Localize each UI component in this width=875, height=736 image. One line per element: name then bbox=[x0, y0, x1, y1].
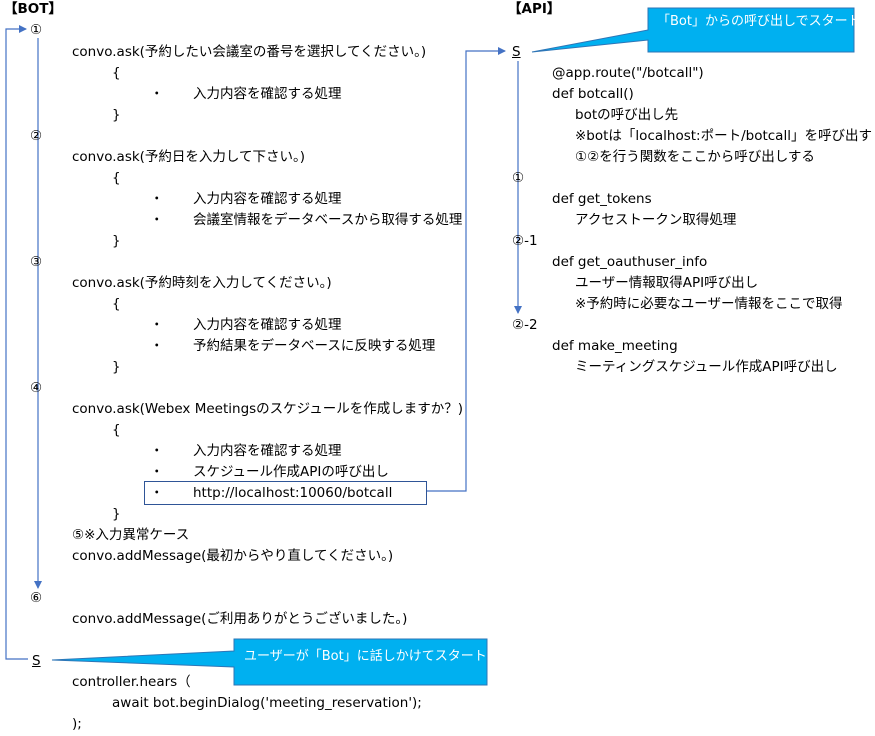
bot-ask-3-open: { bbox=[112, 296, 121, 312]
bot-ask-4: convo.ask(Webex Meetingsのスケジュールを作成しますか？) bbox=[72, 401, 463, 417]
bot-ask-3: convo.ask(予約時刻を入力してください。) bbox=[72, 275, 332, 291]
bot-step-1: ① bbox=[30, 22, 43, 38]
api-step-2-1: ②-1 bbox=[512, 233, 538, 249]
api-header: 【API】 bbox=[508, 1, 561, 17]
bot-step-3: ③ bbox=[30, 254, 43, 270]
api-meeting-note: ミーティングスケジュール作成API呼び出し bbox=[575, 359, 838, 375]
api-callout-shape bbox=[531, 7, 855, 53]
bullet: ・ bbox=[150, 212, 164, 228]
bot-ask-1: convo.ask(予約したい会議室の番号を選択してください。) bbox=[72, 44, 427, 60]
botcall-connector-line bbox=[426, 47, 506, 492]
api-step-2-2: ②-2 bbox=[512, 317, 538, 333]
bot-ask-2: convo.ask(予約日を入力して下さい。) bbox=[72, 149, 306, 165]
bullet: ・ bbox=[150, 338, 164, 354]
botcall-url: http://localhost:10060/botcall bbox=[193, 485, 393, 501]
api-def-botcall: def botcall() bbox=[552, 86, 634, 102]
api-userinfo-note-2: ※予約時に必要なユーザー情報をここで取得 bbox=[575, 296, 843, 312]
botcall-url-box bbox=[144, 481, 427, 505]
api-step-1: ① bbox=[512, 170, 525, 186]
api-callout-text: 「Bot」からの呼び出しでスタート bbox=[657, 14, 861, 29]
bot-callout-shape bbox=[51, 638, 488, 686]
bot-start-loop-line bbox=[5, 25, 28, 660]
api-route: @app.route("/botcall") bbox=[552, 65, 704, 81]
bot-begin-dialog: await bot.beginDialog('meeting_reservati… bbox=[112, 695, 422, 711]
bot-start-marker: S bbox=[32, 653, 41, 669]
bot-ask-1-close: } bbox=[112, 107, 121, 123]
bullet: ・ bbox=[150, 86, 164, 102]
bot-ask-1-open: { bbox=[112, 65, 121, 81]
api-botcall-note-2: ※botは「localhost:ポート/botcall」を呼び出す bbox=[575, 128, 872, 144]
bot-step-5: ⑤※入力異常ケース bbox=[72, 527, 190, 543]
bot-ask-4-close: } bbox=[112, 506, 121, 522]
api-def-userinfo: def get_oauthuser_info bbox=[552, 254, 708, 270]
api-def-meeting: def make_meeting bbox=[552, 338, 678, 354]
bot-ask-4-item-2: スケジュール作成APIの呼び出し bbox=[193, 464, 389, 480]
bot-step-2: ② bbox=[30, 128, 43, 144]
bot-add-message-2: convo.addMessage(ご利用ありがとうございました。) bbox=[72, 611, 408, 627]
bullet: ・ bbox=[150, 317, 164, 333]
bot-ask-3-close: } bbox=[112, 359, 121, 375]
bot-step-4: ④ bbox=[30, 380, 43, 396]
bot-header: 【BOT】 bbox=[4, 1, 62, 17]
bot-step-6: ⑥ bbox=[30, 590, 43, 606]
bot-ask-2-open: { bbox=[112, 170, 121, 186]
bot-ask-4-open: { bbox=[112, 422, 121, 438]
api-def-tokens: def get_tokens bbox=[552, 191, 652, 207]
api-start-marker: S bbox=[512, 44, 521, 60]
api-tokens-note: アクセストークン取得処理 bbox=[575, 212, 737, 228]
bot-callout-text: ユーザーが「Bot」に話しかけてスタート bbox=[244, 649, 487, 664]
bot-ask-2-item-2: 会議室情報をデータベースから取得する処理 bbox=[193, 212, 463, 228]
bot-close-paren: ); bbox=[72, 716, 82, 732]
bullet: ・ bbox=[150, 464, 164, 480]
bot-ask-2-item-1: 入力内容を確認する処理 bbox=[193, 191, 342, 207]
bullet: ・ bbox=[150, 191, 164, 207]
bullet: ・ bbox=[150, 485, 164, 501]
bot-ask-4-item-1: 入力内容を確認する処理 bbox=[193, 443, 342, 459]
bot-ask-3-item-2: 予約結果をデータベースに反映する処理 bbox=[193, 338, 436, 354]
bot-add-message-1: convo.addMessage(最初からやり直してください。) bbox=[72, 548, 394, 564]
api-userinfo-note-1: ユーザー情報取得API呼び出し bbox=[575, 275, 759, 291]
api-botcall-note-1: botの呼び出し先 bbox=[575, 107, 679, 123]
bullet: ・ bbox=[150, 443, 164, 459]
bot-ask-3-item-1: 入力内容を確認する処理 bbox=[193, 317, 342, 333]
api-botcall-note-3: ①②を行う関数をここから呼び出しする bbox=[575, 149, 815, 165]
bot-ask-1-item-1: 入力内容を確認する処理 bbox=[193, 86, 342, 102]
bot-ask-2-close: } bbox=[112, 233, 121, 249]
bot-hears: controller.hears（ bbox=[72, 674, 191, 690]
